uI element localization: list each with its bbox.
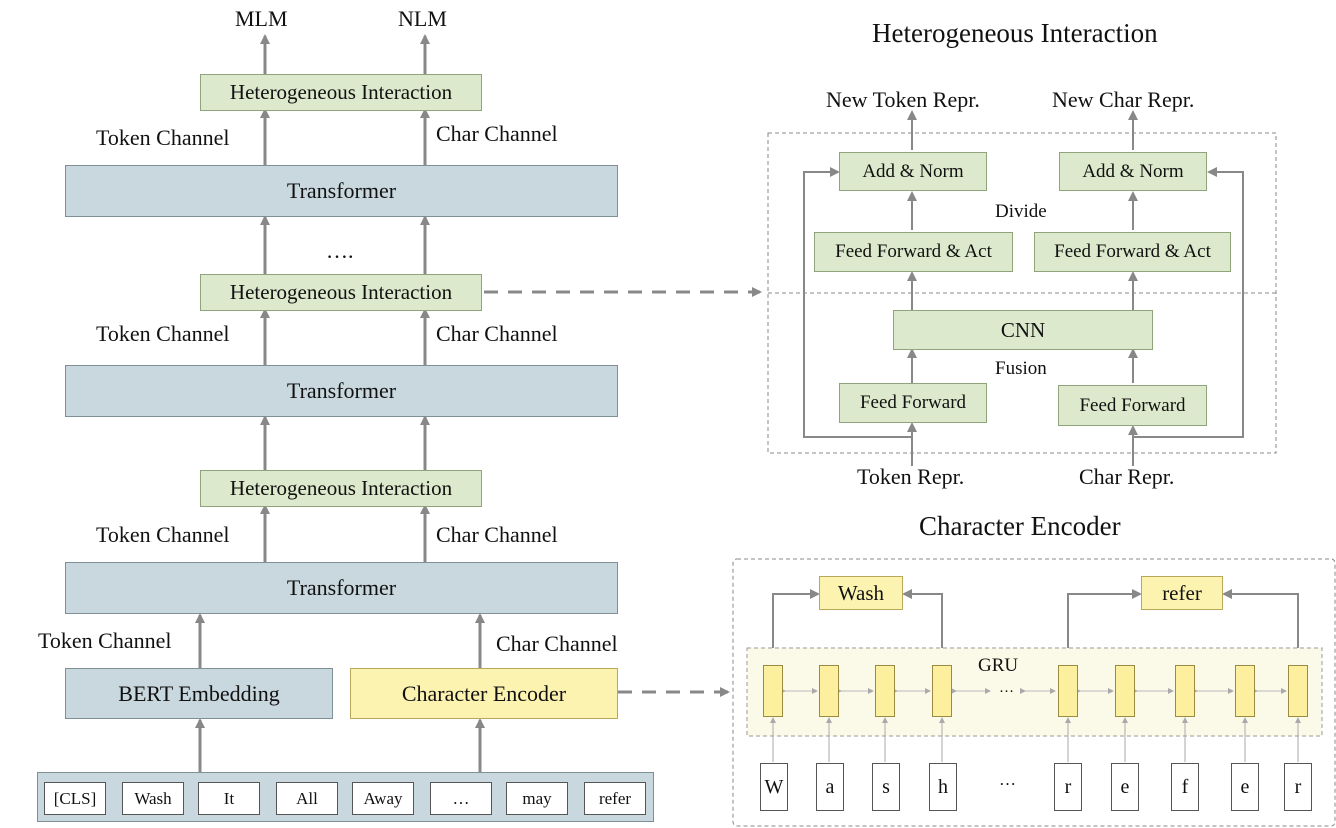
token-channel-label-4: Token Channel bbox=[38, 628, 172, 653]
transformer-middle: Transformer bbox=[65, 365, 618, 417]
output-word-wash: Wash bbox=[819, 576, 903, 610]
token-wash: Wash bbox=[122, 782, 184, 815]
gru-cell-7 bbox=[1175, 665, 1195, 717]
token-away: Away bbox=[352, 782, 414, 815]
char-channel-label-2: Char Channel bbox=[436, 321, 558, 346]
token-all: All bbox=[276, 782, 338, 815]
token-channel-label-2: Token Channel bbox=[96, 321, 230, 346]
gru-cell-4 bbox=[932, 665, 952, 717]
fusion-label: Fusion bbox=[995, 358, 1047, 379]
char-r-2: r bbox=[1284, 763, 1312, 811]
gru-cell-5 bbox=[1058, 665, 1078, 717]
feed-forward-act-char: Feed Forward & Act bbox=[1034, 232, 1231, 272]
gru-cell-1 bbox=[763, 665, 783, 717]
gru-label: GRU bbox=[978, 655, 1019, 676]
new-char-repr-label: New Char Repr. bbox=[1052, 87, 1195, 112]
token-ellipsis: … bbox=[430, 782, 492, 815]
output-word-refer: refer bbox=[1141, 576, 1223, 610]
char-channel-label-1: Char Channel bbox=[436, 121, 558, 146]
token-refer: refer bbox=[584, 782, 646, 815]
char-channel-label-3: Char Channel bbox=[436, 522, 558, 547]
char-e-1: e bbox=[1111, 763, 1139, 811]
add-norm-char: Add & Norm bbox=[1059, 152, 1207, 191]
gru-cell-8 bbox=[1235, 665, 1255, 717]
feed-forward-char: Feed Forward bbox=[1058, 385, 1207, 426]
char-f: f bbox=[1171, 763, 1199, 811]
char-r-1: r bbox=[1054, 763, 1082, 811]
char-w: W bbox=[760, 763, 788, 811]
gru-cell-6 bbox=[1115, 665, 1135, 717]
hetero-interaction-middle: Heterogeneous Interaction bbox=[200, 274, 482, 311]
hetero-detail-title: Heterogeneous Interaction bbox=[872, 18, 1158, 48]
transformer-top: Transformer bbox=[65, 165, 618, 217]
divide-label: Divide bbox=[995, 201, 1047, 222]
gru-cell-2 bbox=[819, 665, 839, 717]
nlm-output-label: NLM bbox=[398, 6, 447, 31]
char-a: a bbox=[816, 763, 844, 811]
feed-forward-token: Feed Forward bbox=[839, 383, 987, 423]
token-channel-label-1: Token Channel bbox=[96, 125, 230, 150]
hetero-interaction-bottom: Heterogeneous Interaction bbox=[200, 470, 482, 507]
hetero-interaction-top: Heterogeneous Interaction bbox=[200, 74, 482, 111]
char-s: s bbox=[872, 763, 900, 811]
cnn-block: CNN bbox=[893, 310, 1153, 350]
char-ellipsis: … bbox=[999, 770, 1016, 789]
token-may: may bbox=[506, 782, 568, 815]
transformer-bottom: Transformer bbox=[65, 562, 618, 614]
add-norm-token: Add & Norm bbox=[839, 152, 987, 191]
bert-embedding: BERT Embedding bbox=[65, 668, 333, 719]
token-it: It bbox=[198, 782, 260, 815]
gru-cell-9 bbox=[1288, 665, 1308, 717]
token-channel-label-3: Token Channel bbox=[96, 522, 230, 547]
feed-forward-act-token: Feed Forward & Act bbox=[814, 232, 1013, 272]
gru-ellipsis: … bbox=[999, 680, 1014, 696]
char-channel-label-4: Char Channel bbox=[496, 631, 618, 656]
character-encoder-block: Character Encoder bbox=[350, 668, 618, 719]
mlm-output-label: MLM bbox=[235, 6, 288, 31]
gru-cell-3 bbox=[875, 665, 895, 717]
char-h: h bbox=[929, 763, 957, 811]
ellipsis-label: …. bbox=[326, 238, 354, 263]
char-encoder-title: Character Encoder bbox=[919, 511, 1121, 541]
token-cls: [CLS] bbox=[44, 782, 106, 815]
new-token-repr-label: New Token Repr. bbox=[826, 87, 980, 112]
token-repr-label: Token Repr. bbox=[857, 464, 965, 489]
char-e-2: e bbox=[1231, 763, 1259, 811]
char-repr-label: Char Repr. bbox=[1079, 464, 1175, 489]
